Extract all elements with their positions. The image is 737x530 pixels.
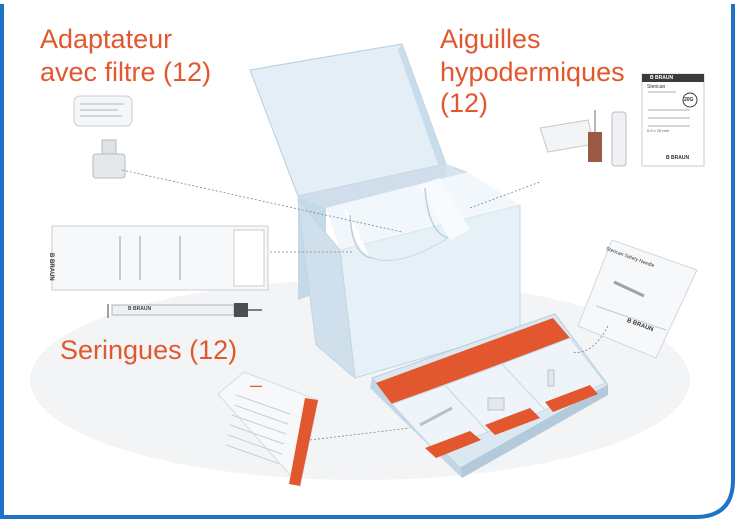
needle-pack-gauge: 20G — [684, 97, 694, 103]
kit-box — [249, 43, 521, 380]
hypodermic-needle — [539, 110, 627, 167]
svg-text:▬▬▬: ▬▬▬ — [250, 383, 262, 388]
syringe-brand: B BRAUN — [128, 306, 152, 312]
needle-pack-title: Sterican — [647, 84, 666, 90]
needles-label-line3: (12) — [440, 88, 489, 118]
needle-pack-brand: B BRAUN — [650, 75, 674, 81]
needles-label-line2: hypodermiques — [440, 57, 625, 87]
adapter-label-line2: avec filtre (12) — [40, 57, 212, 87]
needles-label-line1: Aiguilles — [440, 24, 541, 54]
syringes-label: Seringues (12) — [60, 335, 238, 365]
needle-pack-brand-bottom: B BRAUN — [666, 155, 690, 161]
needle-pack — [641, 73, 705, 167]
adapter-label-line1: Adaptateur — [40, 24, 173, 54]
leader-lines — [121, 169, 609, 441]
filter-adapter — [73, 95, 133, 179]
frame-border — [0, 4, 735, 519]
tray — [370, 313, 609, 478]
sterican-leaflet — [577, 239, 698, 359]
syringe — [107, 303, 262, 318]
syringe-pack-brand: B BRAUN — [48, 253, 54, 281]
needle-pack-size: 0,9 x 25 mm — [647, 128, 670, 133]
instructions-booklet: ▬▬▬ — [217, 371, 319, 488]
syringe-pack — [51, 225, 269, 291]
